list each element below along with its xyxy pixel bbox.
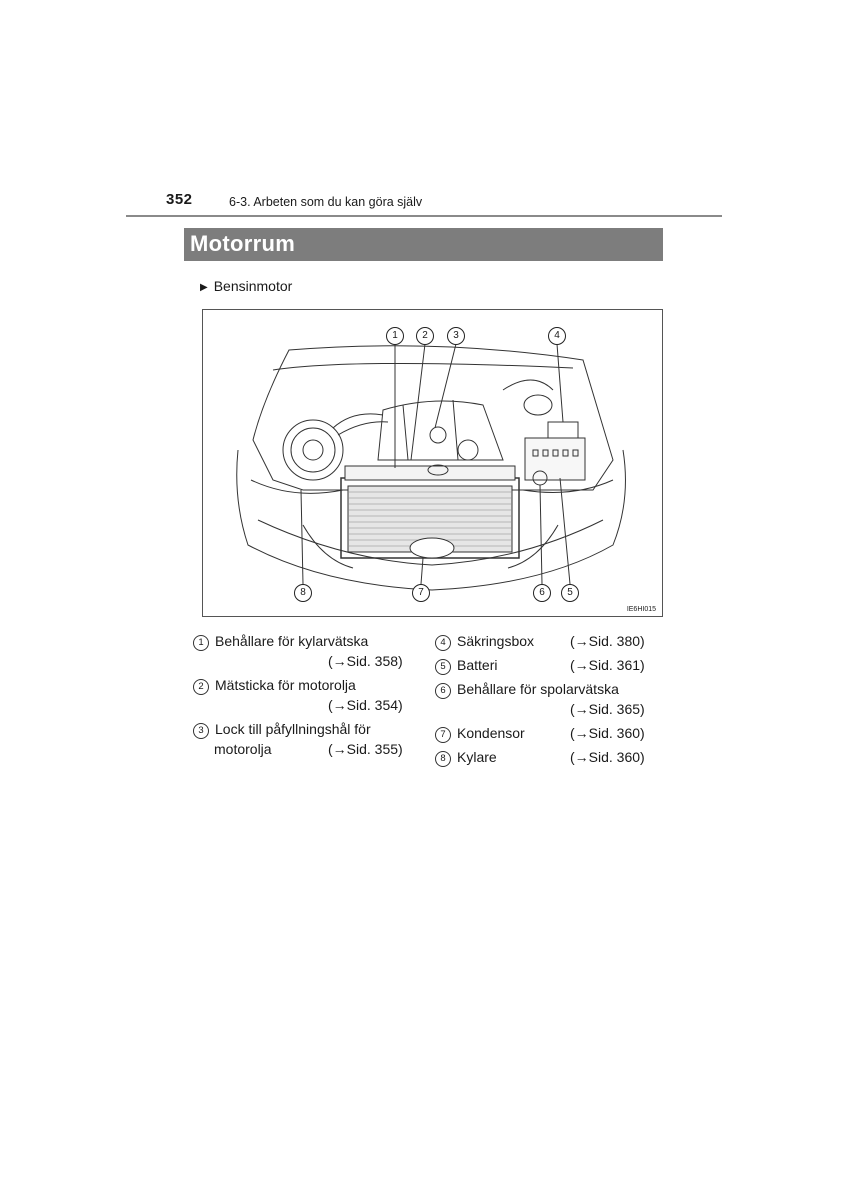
legend-ref: (→Sid. 380) xyxy=(570,633,645,649)
legend-number: 3 xyxy=(193,723,209,739)
legend-ref: (→Sid. 361) xyxy=(570,657,645,673)
legend-ref: (→Sid. 355) xyxy=(328,741,403,757)
legend-number: 2 xyxy=(193,679,209,695)
legend-label: Lock till påfyllningshål för xyxy=(215,721,371,737)
callout-8: 8 xyxy=(294,584,312,602)
figure-id: IE6HI015 xyxy=(626,606,656,613)
subheading-text: Bensinmotor xyxy=(213,278,293,294)
breadcrumb: 6-3. Arbeten som du kan göra själv xyxy=(229,195,423,209)
legend-label: Kondensor xyxy=(457,725,525,741)
triangle-right-icon: ▶ xyxy=(200,282,208,293)
legend-label-continued: motorolja xyxy=(214,741,272,757)
legend-item: 6 Behållare för spolarvätska xyxy=(435,679,619,699)
legend-ref: (→Sid. 360) xyxy=(570,749,645,765)
legend-item: 2 Mätsticka för motorolja xyxy=(193,675,356,695)
legend-ref: (→Sid. 360) xyxy=(570,725,645,741)
subheading: ▶ Bensinmotor xyxy=(200,278,292,294)
legend-item: 7 Kondensor xyxy=(435,723,525,743)
callout-1: 1 xyxy=(386,327,404,345)
legend-label: Kylare xyxy=(457,749,497,765)
callout-2: 2 xyxy=(416,327,434,345)
legend-label: Batteri xyxy=(457,657,498,673)
legend-number: 7 xyxy=(435,727,451,743)
callout-4: 4 xyxy=(548,327,566,345)
callout-7: 7 xyxy=(412,584,430,602)
section-title-bar: Motorrum xyxy=(184,228,663,261)
legend-item: 5 Batteri xyxy=(435,655,497,675)
legend-number: 1 xyxy=(193,635,209,651)
legend-item: 3 Lock till påfyllningshål för xyxy=(193,719,371,739)
legend-label: Säkringsbox xyxy=(457,633,535,649)
engine-bay-illustration xyxy=(236,343,626,591)
legend-number: 5 xyxy=(435,659,451,675)
page-number: 352 xyxy=(166,191,193,208)
legend-label: Behållare för kylarvätska xyxy=(215,633,369,649)
engine-bay-figure: 1 2 3 4 5 6 7 8 IE6HI015 xyxy=(202,309,663,617)
legend-ref: (→Sid. 365) xyxy=(570,701,645,717)
legend-item: 8 Kylare xyxy=(435,747,497,767)
legend-number: 6 xyxy=(435,683,451,699)
callout-5: 5 xyxy=(561,584,579,602)
legend-item: 1 Behållare för kylarvätska xyxy=(193,631,368,651)
callout-6: 6 xyxy=(533,584,551,602)
header-rule xyxy=(126,215,722,217)
legend-number: 4 xyxy=(435,635,451,651)
legend-ref: (→Sid. 354) xyxy=(328,697,403,713)
legend-number: 8 xyxy=(435,751,451,767)
legend-label: Behållare för spolarvätska xyxy=(457,681,619,697)
callout-3: 3 xyxy=(447,327,465,345)
legend-item: 4 Säkringsbox xyxy=(435,631,534,651)
legend-ref: (→Sid. 358) xyxy=(328,653,403,669)
legend-label: Mätsticka för motorolja xyxy=(215,677,356,693)
section-title: Motorrum xyxy=(190,231,296,256)
